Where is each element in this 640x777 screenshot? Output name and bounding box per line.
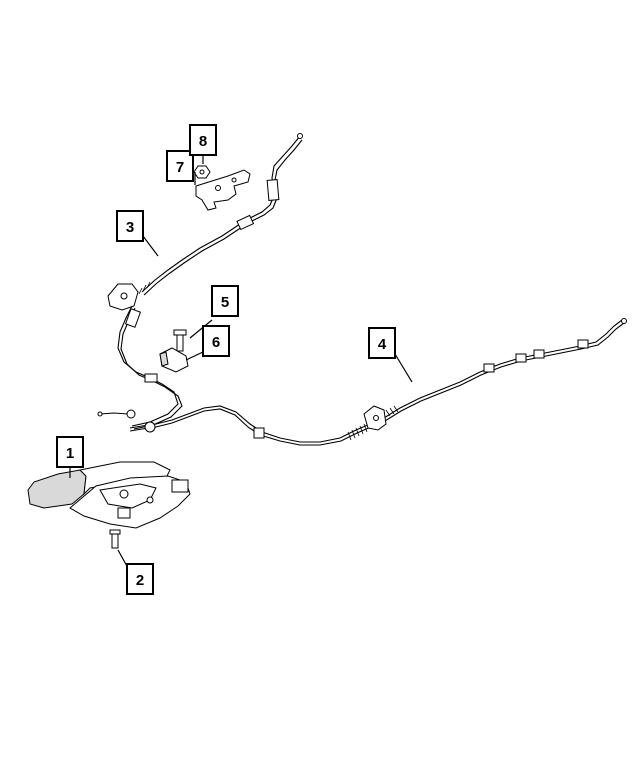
- callout-5-label: 5: [221, 294, 229, 311]
- callout-6: 6: [202, 325, 230, 357]
- mounting-bolt: [173, 329, 187, 352]
- callout-4-label: 4: [378, 336, 387, 353]
- callout-8-label: 8: [199, 133, 207, 150]
- rear-cable-left: [97, 133, 303, 430]
- callout-5: 5: [211, 285, 239, 317]
- callout-8: 8: [189, 124, 217, 156]
- callout-2: 2: [126, 563, 154, 595]
- rear-cable-right: [129, 318, 627, 446]
- bracket-nut: [193, 165, 211, 179]
- callout-2-label: 2: [136, 572, 144, 589]
- callout-4: 4: [368, 327, 396, 359]
- cable-bracket: [195, 169, 251, 211]
- parking-brake-lever: [27, 461, 191, 529]
- callout-3-label: 3: [126, 219, 134, 236]
- callout-1: 1: [56, 436, 84, 468]
- callout-7-label: 7: [176, 159, 184, 176]
- lever-bolt: [109, 529, 121, 549]
- callout-6-label: 6: [212, 334, 220, 351]
- callout-3: 3: [116, 210, 144, 242]
- cable-clip: [159, 347, 189, 373]
- callout-7: 7: [166, 150, 194, 182]
- callout-1-label: 1: [66, 445, 74, 462]
